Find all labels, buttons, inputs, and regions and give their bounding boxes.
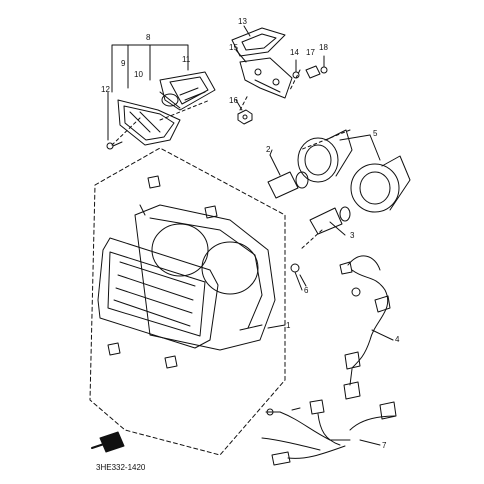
- bulb-cover-5b: [350, 155, 411, 213]
- bracket-plate-13: [231, 27, 286, 57]
- adjust-screw-6: [290, 263, 303, 291]
- callout-2-leader: [269, 149, 273, 156]
- callout-4-leader: [371, 329, 394, 341]
- position-lamp-lens-9: [117, 99, 181, 146]
- headlight-unit-1: [97, 175, 276, 369]
- callout-1: 1: [286, 321, 291, 330]
- callout-4: 4: [395, 335, 400, 344]
- callout-15: 15: [229, 43, 238, 52]
- front-arrow-icon: [91, 431, 125, 453]
- callout-18: 18: [319, 43, 328, 52]
- callout-5-leader-b: [369, 134, 381, 161]
- callout-16: 16: [229, 96, 238, 105]
- bulb-cover-5a: [297, 129, 353, 183]
- callout-7: 7: [382, 441, 387, 450]
- callout-12: 12: [101, 85, 110, 94]
- screw-14: [292, 59, 300, 79]
- callout-6-leader: [299, 274, 307, 287]
- callout-13-leader: [243, 25, 251, 37]
- callout-9: 9: [121, 59, 126, 68]
- leader-lines: [111, 69, 351, 251]
- callout-11: 11: [182, 55, 191, 64]
- callout-16-leader: [235, 99, 243, 111]
- assembly-boundary: [89, 147, 286, 456]
- callout-2: 2: [266, 145, 271, 154]
- callout-5: 5: [373, 129, 378, 138]
- callout-5-leader-a: [339, 134, 371, 141]
- callout-7-leader: [359, 439, 381, 446]
- screw-18: [320, 55, 328, 74]
- screw-12: [106, 91, 123, 150]
- callout-3: 3: [350, 231, 355, 240]
- callout-1-leader: [267, 324, 286, 329]
- headlight-bulb-2: [267, 154, 309, 199]
- callout-13: 13: [238, 17, 247, 26]
- headlight-bulb-3: [309, 206, 351, 236]
- callout-10: 10: [134, 70, 143, 79]
- callout-14: 14: [290, 48, 299, 57]
- wiring-harness-4: [339, 255, 391, 400]
- bracket-15: [239, 57, 293, 99]
- callout-8: 8: [146, 33, 151, 42]
- socket-housing-11: [159, 71, 216, 111]
- callout-15-leader: [235, 49, 247, 63]
- callout-17: 17: [306, 48, 315, 57]
- callout-6: 6: [304, 286, 309, 295]
- nut-16: [237, 109, 253, 125]
- callout-8-bracket: [111, 44, 189, 93]
- sub-harness-7: [261, 399, 397, 466]
- washer-17: [305, 65, 321, 79]
- diagram-code: 3HE332-1420: [96, 463, 146, 472]
